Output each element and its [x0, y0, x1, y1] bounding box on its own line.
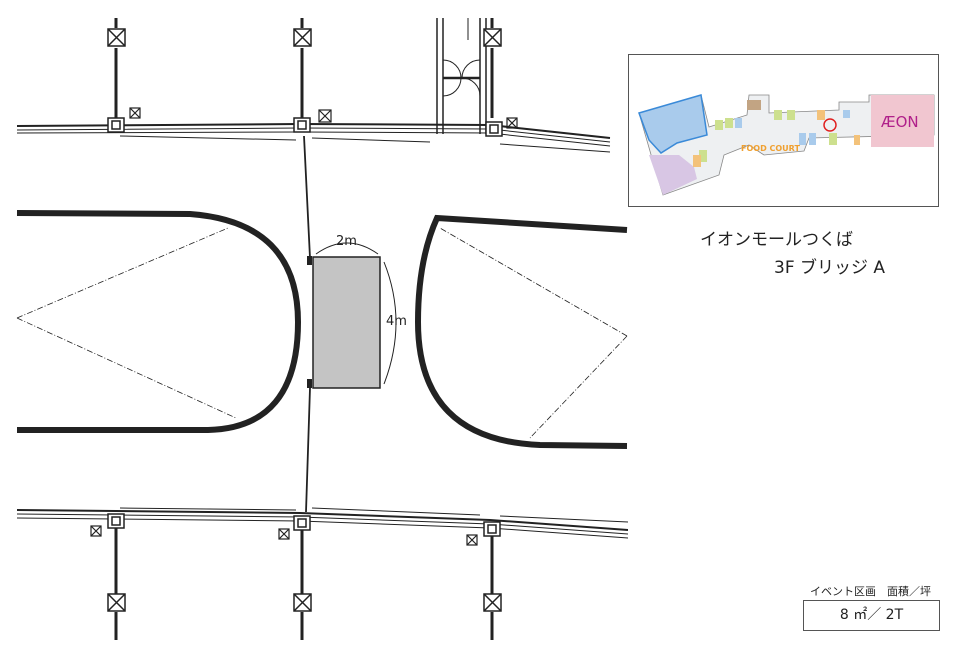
width-dimension [315, 242, 379, 255]
floor-plan [16, 18, 628, 640]
area-header: イベント区画 面積／坪 [810, 585, 931, 598]
entrance-doors [436, 18, 487, 134]
venue-location: 3F ブリッジ A [774, 258, 886, 278]
bridge-line [303, 135, 311, 513]
stage-depth-label: 4m [386, 314, 407, 329]
column-lines [114, 18, 494, 640]
small-markers [90, 107, 518, 546]
void-lines [16, 227, 628, 439]
area-value: 8 ㎡／ 2T [803, 600, 940, 631]
key-map: ÆON FOOD COURT [628, 54, 939, 207]
stage-width-label: 2m [336, 234, 357, 249]
top-wall [16, 122, 611, 153]
depth-dimension [383, 261, 397, 385]
left-railing [16, 210, 302, 433]
aeon-logo: ÆON [881, 113, 919, 131]
event-stage [312, 256, 381, 389]
column-markers [107, 28, 503, 612]
current-location-marker [823, 118, 837, 132]
right-railing [414, 214, 628, 449]
food-court-label: FOOD COURT [741, 144, 800, 153]
key-map-drawing [638, 94, 935, 196]
venue-name: イオンモールつくば [700, 230, 853, 250]
bottom-wall [16, 507, 628, 539]
